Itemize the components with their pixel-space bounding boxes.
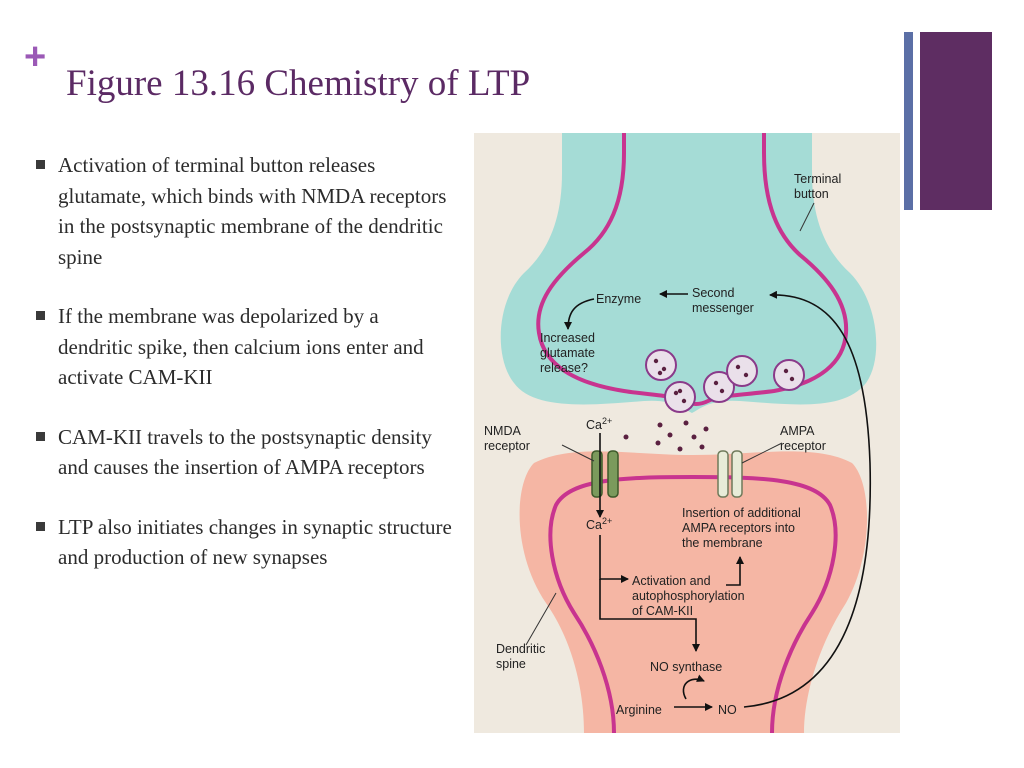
activation-label: of CAM-KII: [632, 604, 693, 618]
ampa-receptor-label: AMPA: [780, 424, 815, 438]
terminal-button-label: button: [794, 187, 829, 201]
calcium-label: Ca2+: [586, 416, 612, 432]
bullet-text: If the membrane was depolarized by a den…: [58, 304, 424, 389]
activation-label: Activation and: [632, 574, 711, 588]
square-bullet-icon: [36, 431, 45, 441]
no-synthase-label: NO synthase: [650, 660, 722, 674]
bullet-item: If the membrane was depolarized by a den…: [36, 301, 456, 393]
decorative-block: [920, 32, 992, 210]
insertion-label: the membrane: [682, 536, 763, 550]
nmda-receptor-label: NMDA: [484, 424, 521, 438]
increased-glutamate-label: release?: [540, 361, 588, 375]
leader-lines: [525, 202, 815, 646]
nmda-receptor-label: receptor: [484, 439, 530, 453]
dendritic-membrane: [548, 474, 838, 733]
square-bullet-icon: [36, 521, 45, 531]
increased-glutamate-label: glutamate: [540, 346, 595, 360]
enzyme-label: Enzyme: [596, 292, 641, 306]
plus-mark: +: [24, 36, 47, 78]
dendritic-spine-label: spine: [496, 657, 526, 671]
bullet-item: CAM-KII travels to the postsynaptic dens…: [36, 422, 456, 483]
second-messenger-label: messenger: [692, 301, 754, 315]
neurotransmitter-dots: [623, 358, 795, 452]
decorative-thin-bar: [904, 32, 913, 210]
ampa-receptor-icon: [717, 450, 743, 498]
insertion-label: Insertion of additional: [682, 506, 801, 520]
dendritic-spine: [519, 451, 868, 733]
square-bullet-icon: [36, 160, 45, 169]
ltp-diagram: Terminal button Enzyme Second messenger …: [474, 133, 900, 733]
square-bullet-icon: [36, 311, 45, 320]
bullet-item: Activation of terminal button releases g…: [36, 150, 456, 272]
terminal-button: [500, 133, 877, 413]
synaptic-vesicles-icon: [645, 349, 805, 413]
bullet-text: Activation of terminal button releases g…: [58, 153, 447, 269]
calcium-inside-label: Ca2+: [586, 516, 612, 532]
second-messenger-label: Second: [692, 286, 734, 300]
bullet-list: Activation of terminal button releases g…: [36, 150, 456, 602]
activation-label: autophosphorylation: [632, 589, 745, 603]
flow-arrows: [564, 290, 872, 711]
slide-title: Figure 13.16 Chemistry of LTP: [66, 63, 531, 104]
increased-glutamate-label: Increased: [540, 331, 595, 345]
no-label: NO: [718, 703, 737, 717]
dendritic-spine-label: Dendritic: [496, 642, 545, 656]
bullet-text: CAM-KII travels to the postsynaptic dens…: [58, 424, 432, 480]
arginine-label: Arginine: [616, 703, 662, 717]
bullet-item: LTP also initiates changes in synaptic s…: [36, 512, 456, 573]
insertion-label: AMPA receptors into: [682, 521, 795, 535]
terminal-membrane: [536, 133, 849, 406]
bullet-text: LTP also initiates changes in synaptic s…: [58, 514, 452, 570]
terminal-button-label: Terminal: [794, 172, 841, 186]
ampa-receptor-label: receptor: [780, 439, 826, 453]
